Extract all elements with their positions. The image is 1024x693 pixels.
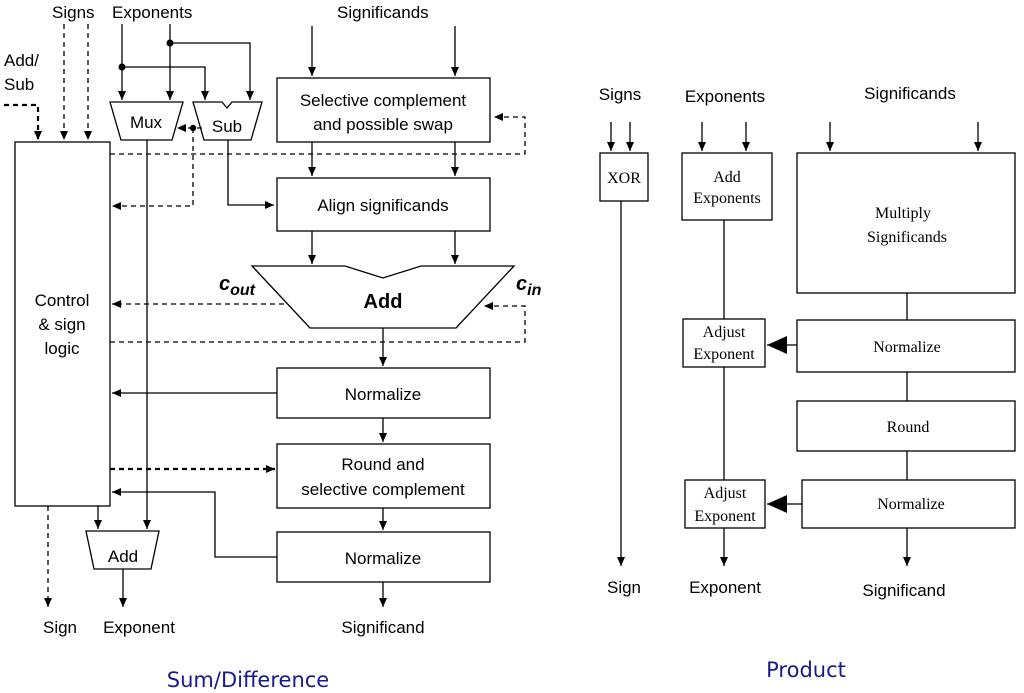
normalize-1-label: Normalize xyxy=(345,385,422,404)
add-exponents-label-line2: Exponents xyxy=(693,190,761,207)
control-label-line3: logic xyxy=(45,339,80,358)
xor-label: XOR xyxy=(607,170,641,187)
product-unit: Signs Exponents Significands XOR Add Exp… xyxy=(599,84,1016,682)
normalize-2-label: Normalize xyxy=(345,549,422,568)
selective-label-line1: Selective complement xyxy=(300,91,467,110)
significands-label: Significands xyxy=(337,3,429,22)
significand-output-label: Significand xyxy=(341,618,424,637)
product-exponents-label: Exponents xyxy=(685,87,765,106)
adder-label: Add xyxy=(364,291,403,313)
selective-complement-box xyxy=(276,77,491,143)
round-label-line2: selective complement xyxy=(301,480,465,499)
add-sub-label-line1: Add/ xyxy=(4,51,39,70)
xor-box xyxy=(599,152,649,202)
multiply-significands-box xyxy=(796,152,1016,294)
control-label-line1: Control xyxy=(35,291,90,310)
exponent-a-to-sub xyxy=(122,66,209,100)
adjust-2-label-line2: Exponent xyxy=(694,508,756,525)
product-normalize-1-box xyxy=(796,319,1016,373)
normalize-2-to-control xyxy=(112,488,277,558)
align-label: Align significands xyxy=(317,196,448,215)
sub-to-align-wire xyxy=(227,140,274,209)
significand-adder-block xyxy=(250,265,516,329)
product-normalize-1-label: Normalize xyxy=(873,339,941,356)
product-exponent-label: Exponent xyxy=(689,578,761,597)
exponent-output-label: Exponent xyxy=(103,618,175,637)
product-normalize-2-box xyxy=(801,479,1016,529)
add-exponents-box xyxy=(681,152,773,221)
selective-label-line2: and possible swap xyxy=(313,115,453,134)
round-selective-complement-box xyxy=(276,443,491,509)
exponent-adder-label: Add xyxy=(108,547,138,566)
product-caption: Product xyxy=(766,658,846,682)
sum-difference-unit: Signs Exponents Significands Add/ Sub Co… xyxy=(4,3,542,692)
control-label-line2: & sign xyxy=(38,315,85,334)
cin-label: cin xyxy=(516,273,542,299)
signs-label: Signs xyxy=(52,3,95,22)
adjust-1-label-line2: Exponent xyxy=(693,346,755,363)
mux-label: Mux xyxy=(130,113,163,132)
control-to-swap-line xyxy=(110,113,526,155)
exponents-label: Exponents xyxy=(112,3,192,22)
sub-block xyxy=(192,101,263,141)
adjust-2-label-line1: Adjust xyxy=(704,485,747,502)
product-significands-label: Significands xyxy=(864,84,956,103)
multiply-label-line2: Significands xyxy=(867,229,947,246)
normalize-2-box xyxy=(276,531,491,583)
exponent-adder-block xyxy=(85,530,160,570)
product-sign-label: Sign xyxy=(607,578,641,597)
add-exponents-label-line1: Add xyxy=(713,169,741,186)
control-to-cin xyxy=(110,302,526,343)
cout-label: cout xyxy=(219,273,256,299)
sub-label: Sub xyxy=(212,117,242,136)
mux-block xyxy=(109,101,184,141)
adjust-1-label-line1: Adjust xyxy=(703,324,746,341)
adjust-exponent-2-box xyxy=(684,479,766,529)
product-signs-label: Signs xyxy=(599,85,642,104)
sum-difference-caption: Sum/Difference xyxy=(167,668,329,692)
sign-output-label: Sign xyxy=(43,618,77,637)
product-normalize-2-label: Normalize xyxy=(877,496,945,513)
add-sub-label-line2: Sub xyxy=(4,75,34,94)
round-label-line1: Round and xyxy=(341,455,424,474)
product-round-box xyxy=(796,400,1016,452)
multiply-label-line1: Multiply xyxy=(875,205,931,222)
align-significands-box xyxy=(276,177,491,232)
adjust-exponent-1-box xyxy=(682,318,766,368)
product-round-label: Round xyxy=(887,419,930,436)
exponent-b-to-sub xyxy=(170,42,254,100)
add-sub-arrow xyxy=(4,103,42,140)
product-significand-label: Significand xyxy=(862,581,945,600)
control-sign-logic-box xyxy=(14,141,111,507)
